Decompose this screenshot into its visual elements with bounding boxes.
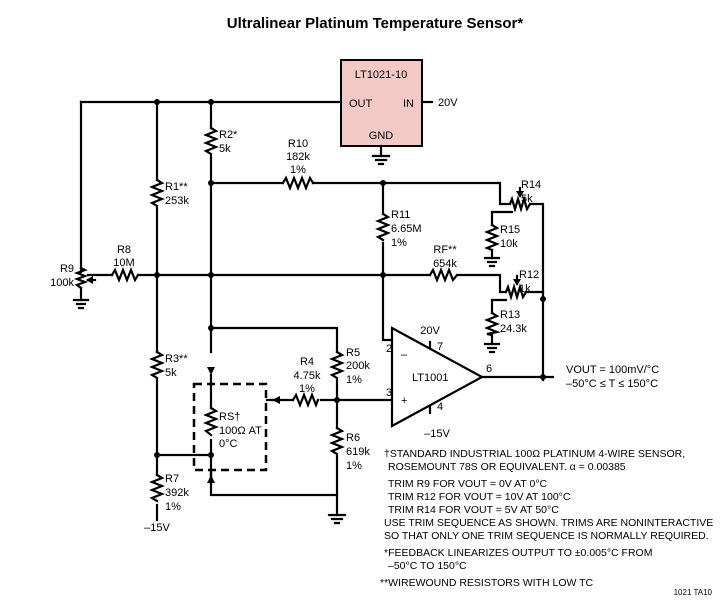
- ground-symbols: [72, 154, 501, 525]
- rs-name: RS†: [219, 411, 240, 423]
- opamp-pin7: 7: [437, 341, 443, 353]
- junction-dots: [154, 99, 546, 458]
- r12-name: R12: [519, 269, 539, 281]
- note-line: USE TRIM SEQUENCE AS SHOWN. TRIMS ARE NO…: [384, 517, 713, 529]
- reference-in-pin: IN: [403, 98, 414, 110]
- r1-value: 253k: [165, 195, 189, 207]
- pot-wipers: [86, 186, 524, 485]
- note-line: TRIM R9 FOR VOUT = 0V AT 0°C: [388, 478, 548, 490]
- notes-block: †STANDARD INDUSTRIAL 100Ω PLATINUM 4-WIR…: [380, 448, 713, 589]
- r3-value: 5k: [165, 367, 177, 379]
- opamp-vpos: 20V: [420, 325, 440, 337]
- r2-name: R2*: [219, 129, 238, 141]
- r7-tol: 1%: [165, 501, 181, 513]
- opamp-pin2: 2: [386, 343, 392, 355]
- note-line: †STANDARD INDUSTRIAL 100Ω PLATINUM 4-WIR…: [384, 448, 685, 460]
- r7-value: 392k: [165, 487, 189, 499]
- r11-value: 6.65M: [391, 223, 422, 235]
- r9-value: 100k: [50, 277, 74, 289]
- r6-value: 619k: [346, 446, 370, 458]
- supply-20v-label: 20V: [438, 97, 458, 109]
- r5-name: R5: [346, 347, 360, 359]
- r15-value: 10k: [500, 238, 518, 250]
- r3-name: R3**: [165, 353, 188, 365]
- note-line: TRIM R12 FOR VOUT = 10V AT 100°C: [388, 491, 571, 503]
- r11-name: R11: [391, 209, 410, 221]
- opamp-name: LT1001: [412, 372, 449, 384]
- rf-name: RF**: [433, 244, 457, 256]
- r8-name: R8: [117, 244, 131, 256]
- r9-name: R9: [60, 263, 74, 275]
- note-line: SO THAT ONLY ONE TRIM SEQUENCE IS NORMAL…: [384, 530, 709, 542]
- r6-name: R6: [346, 432, 360, 444]
- r10-tol: 1%: [290, 164, 306, 176]
- opamp-vneg: –15V: [424, 428, 450, 440]
- supply-bottom-label: –15V: [144, 522, 170, 534]
- r10-value: 182k: [286, 151, 310, 163]
- note-line: **WIREWOUND RESISTORS WITH LOW TC: [380, 577, 594, 589]
- r15-name: R15: [500, 224, 520, 236]
- r12-value: 1k: [519, 283, 531, 295]
- r13-value: 24.3k: [500, 323, 527, 335]
- r4-name: R4: [300, 356, 314, 368]
- component-labels: R2* 5k R10 182k 1% R1** 253k R11 6.65M 1…: [50, 129, 541, 534]
- opamp-symbol: [390, 326, 485, 428]
- rf-value: 654k: [433, 258, 457, 270]
- rs-value: 100Ω AT: [219, 425, 262, 437]
- note-line: ROSEMOUNT 78S OR EQUIVALENT. α = 0.00385: [388, 461, 626, 473]
- r5-tol: 1%: [346, 374, 362, 386]
- opamp-pin6: 6: [486, 363, 492, 375]
- reference-out-pin: OUT: [349, 98, 373, 110]
- note-line: *FEEDBACK LINEARIZES OUTPUT TO ±0.005°C …: [384, 547, 652, 559]
- r14-name: R14: [521, 179, 541, 191]
- reference-name: LT1021-10: [355, 69, 407, 81]
- opamp-minus: –: [401, 349, 408, 361]
- r5-value: 200k: [346, 360, 370, 372]
- r2-value: 5k: [219, 143, 231, 155]
- r1-name: R1**: [165, 181, 188, 193]
- r7-name: R7: [165, 473, 179, 485]
- opamp-plus: +: [401, 395, 407, 407]
- r13-name: R13: [500, 309, 520, 321]
- r4-tol: 1%: [299, 383, 315, 395]
- r6-tol: 1%: [346, 460, 362, 472]
- r11-tol: 1%: [391, 237, 407, 249]
- note-line: –50°C TO 150°C: [388, 560, 467, 572]
- note-line: TRIM R14 FOR VOUT = 5V AT 50°C: [388, 504, 559, 516]
- rs-value2: 0°C: [219, 438, 238, 450]
- opamp-pin3: 3: [386, 387, 392, 399]
- resistor-symbols: [73, 126, 532, 503]
- r10-name: R10: [288, 138, 308, 150]
- reference-gnd-pin: GND: [369, 130, 394, 142]
- figure-id: 1021 TA10: [674, 588, 713, 597]
- r8-value: 10M: [113, 257, 134, 269]
- diagram-title: Ultralinear Platinum Temperature Sensor*: [227, 15, 524, 32]
- output-label-2: –50°C ≤ T ≤ 150°C: [566, 378, 658, 390]
- r14-value: 5k: [521, 193, 533, 205]
- output-label-1: VOUT = 100mV/°C: [566, 364, 659, 376]
- r4-value: 4.75k: [294, 370, 321, 382]
- sensor-enclosure: [192, 382, 268, 472]
- opamp-pin4: 4: [437, 401, 443, 413]
